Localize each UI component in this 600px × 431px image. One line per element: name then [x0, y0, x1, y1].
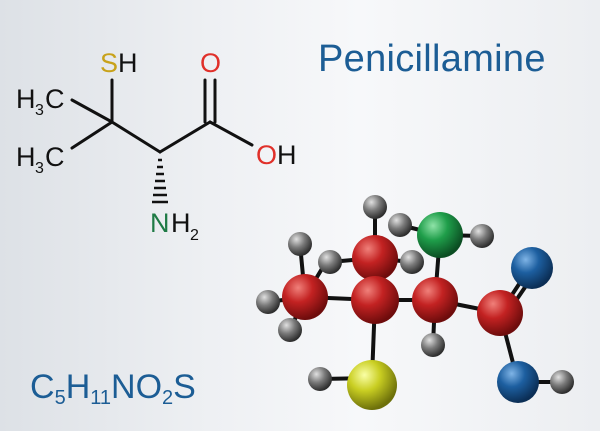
- molecular-formula: C5H11NO2S: [30, 368, 196, 410]
- label-methyl1-c: C: [45, 84, 65, 114]
- sulfur-atom: [347, 360, 397, 410]
- label-sulfur: S: [100, 48, 118, 78]
- hashed-wedge-bond: [152, 158, 168, 204]
- oxygen-atom: [497, 361, 539, 403]
- title: Penicillamine: [318, 38, 546, 80]
- hydrogen-atom: [470, 224, 494, 248]
- bond-c3-methyl2: [70, 120, 114, 150]
- formula-element: N: [111, 368, 136, 406]
- label-hydroxyl-oxygen: O: [256, 140, 277, 170]
- hydrogen-atom: [318, 250, 342, 274]
- formula-element: S: [173, 368, 196, 406]
- hydrogen-atom: [308, 367, 332, 391]
- label-amine-sub: 2: [190, 227, 199, 244]
- hydrogen-atom: [400, 250, 424, 274]
- label-amine-nitrogen: N: [150, 208, 170, 238]
- label-methyl2-c: C: [45, 142, 65, 172]
- carbon-atom: [477, 290, 523, 336]
- hydrogen-atom: [388, 213, 412, 237]
- carbon-atom: [282, 274, 328, 320]
- structural-labels: S H H 3 C H 3 C O O H N H 2: [16, 48, 297, 244]
- oxygen-atom: [511, 247, 553, 289]
- hydrogen-atom: [288, 232, 312, 256]
- bond-c1-oh: [208, 120, 254, 147]
- hydrogen-atom: [421, 333, 445, 357]
- label-methyl2-h: H: [16, 142, 36, 172]
- label-methyl1-sub: 3: [35, 102, 44, 119]
- hydrogen-atom: [256, 290, 280, 314]
- label-hydroxyl-h: H: [277, 140, 297, 170]
- carbon-atom: [351, 276, 399, 324]
- structural-formula: [70, 78, 254, 154]
- carbon-atom: [412, 277, 458, 323]
- ball-and-stick-model: [256, 195, 574, 410]
- formula-element: C: [30, 368, 55, 406]
- label-methyl1-h: H: [16, 84, 36, 114]
- label-methyl2-sub: 3: [35, 160, 44, 177]
- carbon-atom: [352, 235, 398, 281]
- hydrogen-atom: [550, 370, 574, 394]
- bond-c3-c2: [110, 120, 162, 154]
- formula-element: O: [135, 368, 163, 406]
- bond-c3-methyl1: [70, 98, 114, 124]
- nitrogen-atom: [417, 212, 463, 258]
- label-amine-h: H: [171, 208, 191, 238]
- bond-c2-c1: [158, 120, 212, 154]
- formula-subscript: 11: [90, 387, 112, 409]
- label-carbonyl-oxygen: O: [200, 48, 221, 78]
- label-sulfur-h: H: [118, 48, 138, 78]
- formula-element: H: [65, 368, 91, 406]
- hydrogen-atom: [278, 318, 302, 342]
- formula-subscript: 5: [54, 387, 66, 409]
- formula-subscript: 2: [162, 387, 174, 409]
- hydrogen-atom: [363, 195, 387, 219]
